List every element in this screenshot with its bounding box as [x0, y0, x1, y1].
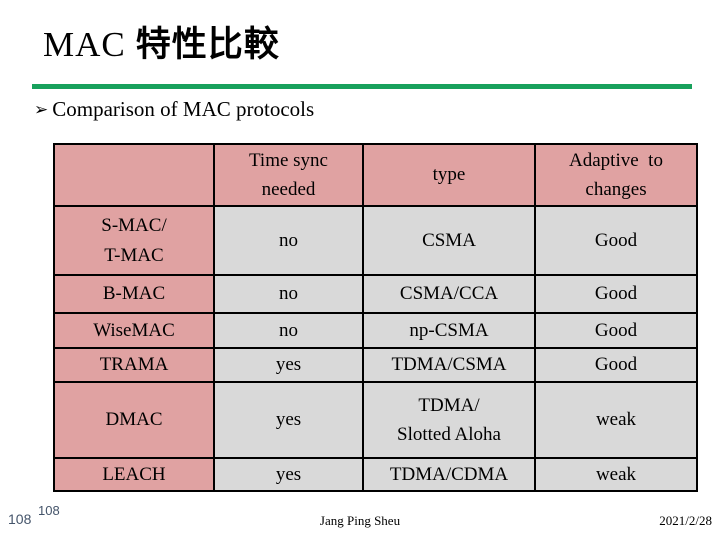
protocol-cell: WiseMAC: [53, 312, 215, 349]
page-number-secondary: 108: [38, 503, 60, 518]
table-row: WiseMAC no np-CSMA Good: [53, 312, 698, 349]
table-header-row: Time sync needed type Adaptive to change…: [53, 143, 698, 207]
title-chinese: 特性比較: [135, 25, 280, 64]
time-sync-cell: yes: [213, 381, 364, 459]
header-time-sync: Time sync needed: [213, 143, 364, 207]
adaptive-cell: weak: [534, 381, 698, 459]
arrow-bullet-icon: ➢: [34, 100, 49, 120]
protocol-cell: S-MAC/ T-MAC: [53, 205, 215, 276]
time-sync-cell: no: [213, 274, 364, 314]
type-cell: CSMA/CCA: [362, 274, 536, 314]
protocol-cell: LEACH: [53, 457, 215, 492]
mac-comparison-table: Time sync needed type Adaptive to change…: [53, 143, 698, 492]
type-cell: TDMA/CSMA: [362, 347, 536, 383]
footer-date: 2021/2/28: [659, 513, 712, 528]
time-sync-cell: no: [213, 312, 364, 349]
title-english: MAC: [43, 25, 126, 64]
type-cell: CSMA: [362, 205, 536, 276]
time-sync-cell: no: [213, 205, 364, 276]
adaptive-cell: Good: [534, 274, 698, 314]
protocol-cell: DMAC: [53, 381, 215, 459]
bullet-item: ➢Comparison of MAC protocols: [34, 97, 314, 122]
type-cell: np-CSMA: [362, 312, 536, 349]
table-row: LEACH yes TDMA/CDMA weak: [53, 457, 698, 492]
adaptive-cell: Good: [534, 347, 698, 383]
time-sync-cell: yes: [213, 457, 364, 492]
type-cell: TDMA/CDMA: [362, 457, 536, 492]
header-empty: [53, 143, 215, 207]
bullet-text: Comparison of MAC protocols: [52, 97, 315, 121]
table-row: B-MAC no CSMA/CCA Good: [53, 274, 698, 314]
adaptive-cell: Good: [534, 312, 698, 349]
header-adaptive: Adaptive to changes: [534, 143, 698, 207]
footer-author: Jang Ping Sheu: [319, 513, 401, 528]
page-number: 108: [8, 511, 32, 527]
adaptive-cell: Good: [534, 205, 698, 276]
type-cell: TDMA/ Slotted Aloha: [362, 381, 536, 459]
table-row: DMAC yes TDMA/ Slotted Aloha weak: [53, 381, 698, 459]
adaptive-cell: weak: [534, 457, 698, 492]
title-underline: [32, 84, 692, 89]
protocol-cell: B-MAC: [53, 274, 215, 314]
protocol-cell: TRAMA: [53, 347, 215, 383]
table-row: TRAMA yes TDMA/CSMA Good: [53, 347, 698, 383]
table-row: S-MAC/ T-MAC no CSMA Good: [53, 205, 698, 276]
time-sync-cell: yes: [213, 347, 364, 383]
header-type: type: [362, 143, 536, 207]
